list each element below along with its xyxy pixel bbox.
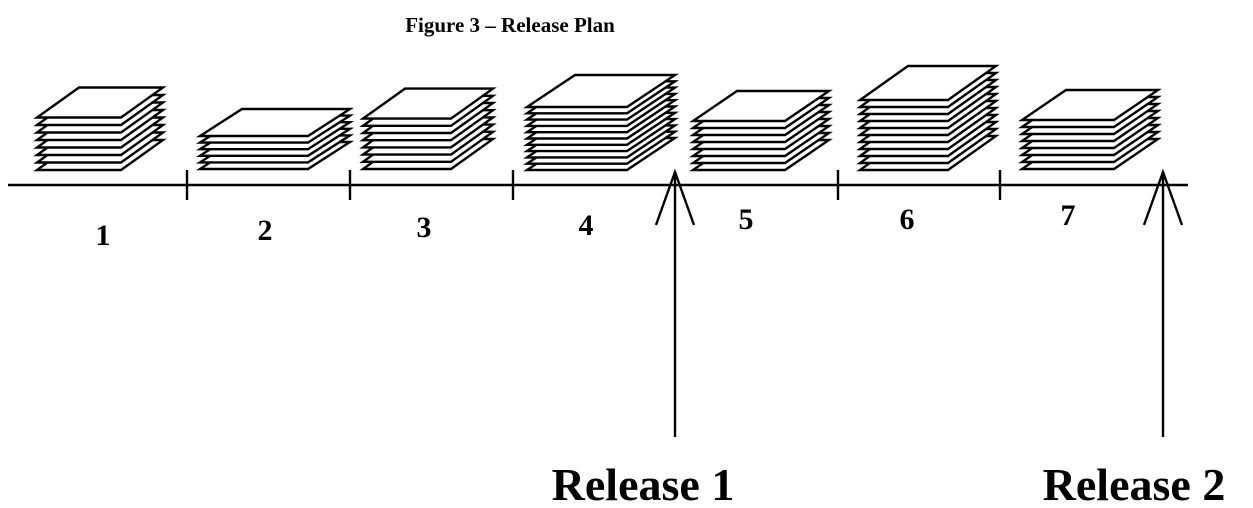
release-label-1: Release 1 [552,459,735,508]
release-marker-1 [654,168,696,437]
story-card [856,64,1000,102]
story-stack-6 [856,64,1000,172]
story-card [689,89,833,123]
iteration-label-7: 7 [1061,199,1076,232]
story-card [195,107,355,138]
release-label-2: Release 2 [1043,459,1226,508]
iteration-label-3: 3 [417,211,432,244]
story-card [33,86,167,119]
iteration-ticks [185,170,1002,200]
story-stack-7 [1018,88,1162,171]
figure-title: Figure 3 – Release Plan [405,13,615,37]
story-stack-4 [523,73,679,172]
iteration-label-2: 2 [258,214,273,247]
story-stack-3 [359,87,497,171]
release-marker-2 [1142,168,1184,437]
release-arrowhead [1142,168,1184,226]
iteration-label-4: 4 [579,209,594,242]
iteration-labels: 1 2 3 4 5 6 7 [96,199,1076,252]
release-arrowhead [654,168,696,226]
story-stack-5 [689,89,833,172]
story-stack-2 [195,107,355,171]
story-card [359,87,497,120]
iteration-label-6: 6 [900,203,915,236]
story-card [1018,88,1162,122]
iteration-label-1: 1 [96,219,111,252]
iteration-label-5: 5 [739,203,754,236]
story-stacks [33,64,1162,172]
story-card [523,73,679,109]
story-stack-1 [33,86,167,172]
